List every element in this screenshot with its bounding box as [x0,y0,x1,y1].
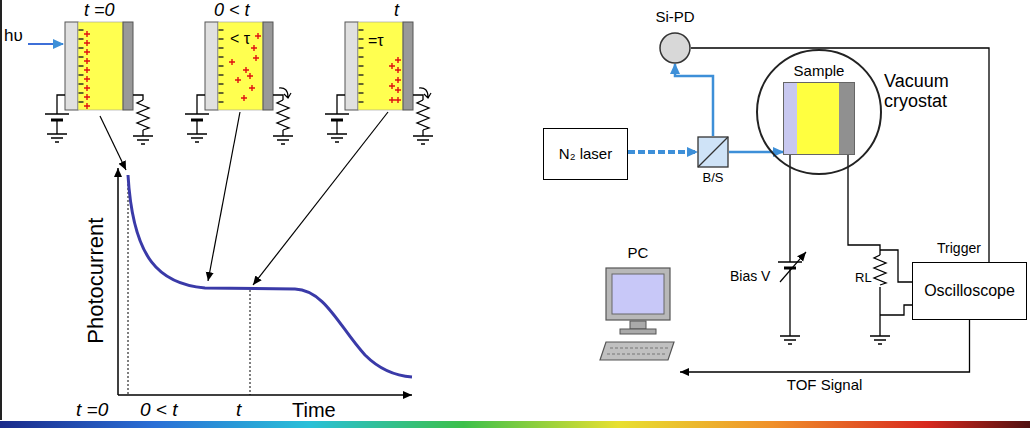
cryostat-circle: Vacuum cryostat Sample [755,48,967,178]
photodiode: Si-PD [645,8,705,68]
bias-label: Bias V [730,268,770,284]
node-text: B/S [693,171,733,186]
time-marker [128,176,129,395]
y-axis [117,168,119,395]
laser-box: N₂ laser [543,128,628,180]
node-text: Sample [783,62,855,79]
tick-label: 0 < t [140,399,178,421]
edge-label: Trigger [935,240,983,256]
photon-label: hυ [4,26,23,46]
load-wire [848,155,880,330]
resistor-label: RL [855,271,872,286]
time-label: 0 < t [214,0,250,21]
time-label: t =0 [84,0,115,21]
pc-computer: PC [596,244,680,382]
time-marker [250,290,251,395]
variable-arrow [780,252,806,282]
node-text: N₂ laser [559,145,612,162]
frame-edge [0,0,2,420]
leader-arrow [253,112,388,285]
current-arrow [279,88,431,98]
axis-label: Time [292,399,336,422]
laser-beam [675,64,713,136]
color-bar [0,421,1030,428]
pc-icon [596,266,680,366]
photon-arrow [28,43,63,45]
sample-layers [783,82,855,155]
scope-wire [880,250,912,315]
leader-arrow [100,116,126,170]
signal-line [691,48,989,262]
laser-beam [729,151,783,154]
axis-label: Photocurrent [83,217,108,343]
edge-label: TOF Signal [785,376,865,393]
node-text: PC [596,244,680,261]
charges [79,30,402,109]
photodiode-circle [659,32,691,64]
tick-label: t [236,399,241,421]
time-label: t [394,0,399,21]
leader-arrow [208,112,240,281]
time-label: < τ [230,30,250,48]
bias-wire [789,155,790,330]
laser-beam [628,150,697,154]
node-text: Oscilloscope [924,282,1015,300]
x-axis [118,394,412,396]
splitter-cube [697,136,729,168]
photocurrent-curve [128,175,412,377]
node-text: Vacuum cryostat [884,72,966,112]
node-text: Si-PD [645,8,705,25]
oscilloscope-box: Oscilloscope [912,262,1027,320]
sample-panel [45,22,153,144]
sample: Sample [783,62,855,156]
beam-splitter: B/S [693,136,733,190]
tick-label: t =0 [76,399,108,421]
sample-panel [325,22,433,144]
signal-line [680,320,970,372]
time-label: =τ [368,32,384,50]
sample-panel [185,22,293,144]
